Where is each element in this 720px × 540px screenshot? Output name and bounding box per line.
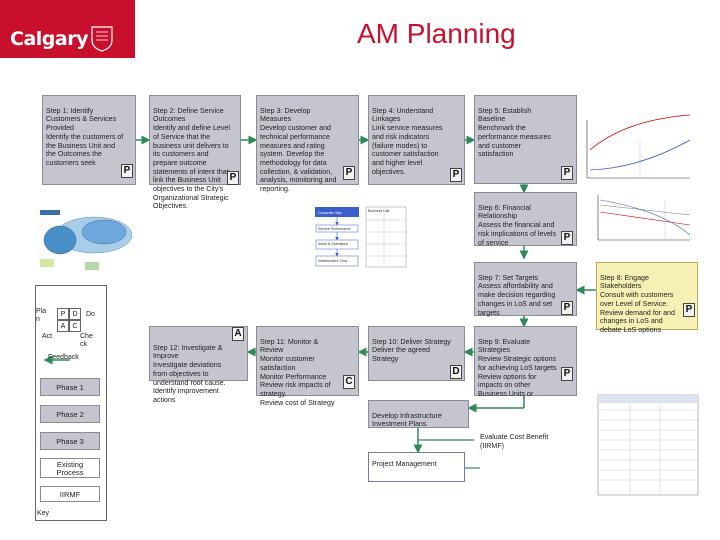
evaluate-cost-text: Evaluate Cost Benefit (IIRMF)	[480, 433, 549, 450]
legend-key-label: Key	[37, 510, 50, 517]
step-4-badge: P	[450, 168, 462, 182]
step-8-text: Step 8: Engage Stakeholders Consult with…	[600, 273, 675, 334]
step-6-financial-relationship: Step 6: Financial Relationship Assess th…	[474, 192, 577, 247]
financial-curves-thumbnail	[597, 195, 691, 241]
step-12-badge: A	[232, 327, 244, 341]
legend-plan-label: Pla n	[36, 308, 47, 323]
step-5-establish-baseline: Step 5: Establish Baseline Benchmark the…	[474, 95, 577, 184]
evaluation-table-thumbnail	[597, 394, 699, 496]
step-11-badge: C	[343, 375, 355, 389]
legend-pdca-a: A	[57, 320, 69, 332]
customers-venn-thumbnail	[37, 205, 141, 275]
step-7-badge: P	[561, 301, 573, 315]
step-12-investigate-improve: Step 12: Investigate & Improve Investiga…	[149, 326, 248, 404]
city-logo: Calgary	[10, 28, 88, 50]
step-8-badge: P	[683, 303, 695, 317]
step-2-badge: P	[227, 171, 239, 185]
legend-phase-2: Phase 2	[40, 405, 100, 423]
step-2-text: Step 2: Define Service Outcomes Identify…	[153, 106, 230, 211]
step-3-badge: P	[343, 166, 355, 180]
page-title: AM Planning	[357, 18, 516, 49]
step-9-text: Step 9: Evaluate Strategies Review Strat…	[478, 337, 557, 398]
step-2-define-outcomes: Step 2: Define Service Outcomes Identify…	[149, 95, 241, 210]
legend-key-frame	[35, 285, 107, 521]
legend-act-label: Act	[42, 333, 53, 340]
project-management-box: Project Management	[368, 452, 465, 482]
step-10-deliver-strategy: Step 10: Deliver Strategy Deliver the ag…	[368, 326, 465, 381]
step-6-badge: P	[561, 231, 573, 245]
thumb-label-infra: Infrastructure Char.	[318, 259, 348, 263]
thumb-label-asset: Asset & Operations	[318, 242, 348, 246]
step-10-badge: D	[450, 365, 462, 379]
legend-iirmf: IIRMF	[40, 486, 100, 502]
step-3-develop-measures: Step 3: Develop Measures Develop custome…	[256, 95, 359, 193]
legend-do-label: Do	[86, 311, 95, 318]
legend-phase-3: Phase 3	[40, 432, 100, 450]
legend-pdca-d: D	[69, 308, 81, 320]
thumb-label-bu: Business Unit	[368, 209, 389, 213]
infrastructure-text: Develop Infrastructure Investment Plans	[372, 411, 442, 429]
step-4-text: Step 4: Understand Linkages Link service…	[372, 106, 443, 176]
measures-hierarchy-thumbnail: Corporate Objs Service Performance Asset…	[315, 206, 407, 268]
step-8-engage-stakeholders: Step 8: Engage Stakeholders Consult with…	[596, 262, 698, 334]
legend-phase-1: Phase 1	[40, 378, 100, 396]
page-header: Calgary AM Planning	[0, 0, 720, 58]
step-5-badge: P	[561, 166, 573, 180]
thumb-label-service: Service Performance	[318, 227, 351, 231]
step-1-identify-customers: Step 1: Identify Customers & Services Pr…	[42, 95, 136, 185]
step-3-text: Step 3: Develop Measures Develop custome…	[260, 106, 337, 194]
step-10-text: Step 10: Deliver Strategy Deliver the ag…	[372, 337, 451, 364]
step-7-text: Step 7: Set Targets Assess affordability…	[478, 273, 556, 317]
legend-pdca-c: C	[69, 320, 81, 332]
step-1-text: Step 1: Identify Customers & Services Pr…	[46, 106, 124, 167]
step-11-text: Step 11: Monitor & Review Monitor custom…	[260, 337, 335, 407]
thumb-label-corp: Corporate Objs	[318, 211, 342, 215]
step-6-text: Step 6: Financial Relationship Assess th…	[478, 203, 557, 247]
legend-pdca-p: P	[57, 308, 69, 320]
step-9-evaluate-strategies: Step 9: Evaluate Strategies Review Strat…	[474, 326, 577, 398]
step-1-badge: P	[121, 164, 133, 178]
step-12-text: Step 12: Investigate & Improve Investiga…	[153, 343, 226, 404]
baseline-curves-thumbnail	[586, 114, 691, 179]
legend-check-label: Che ck	[80, 333, 93, 348]
project-management-text: Project Management	[372, 461, 437, 468]
step-9-badge: P	[561, 367, 573, 381]
city-crest-icon	[91, 26, 113, 52]
legend-existing-process: Existing Process	[40, 458, 100, 478]
step-5-text: Step 5: Establish Baseline Benchmark the…	[478, 106, 551, 159]
step-4-understand-linkages: Step 4: Understand Linkages Link service…	[368, 95, 465, 185]
step-11-monitor-review: Step 11: Monitor & Review Monitor custom…	[256, 326, 359, 407]
step-7-set-targets: Step 7: Set Targets Assess affordability…	[474, 262, 577, 317]
develop-infrastructure-box: Develop Infrastructure Investment Plans	[368, 400, 469, 428]
legend-feedback-label: Feedback	[48, 354, 79, 361]
